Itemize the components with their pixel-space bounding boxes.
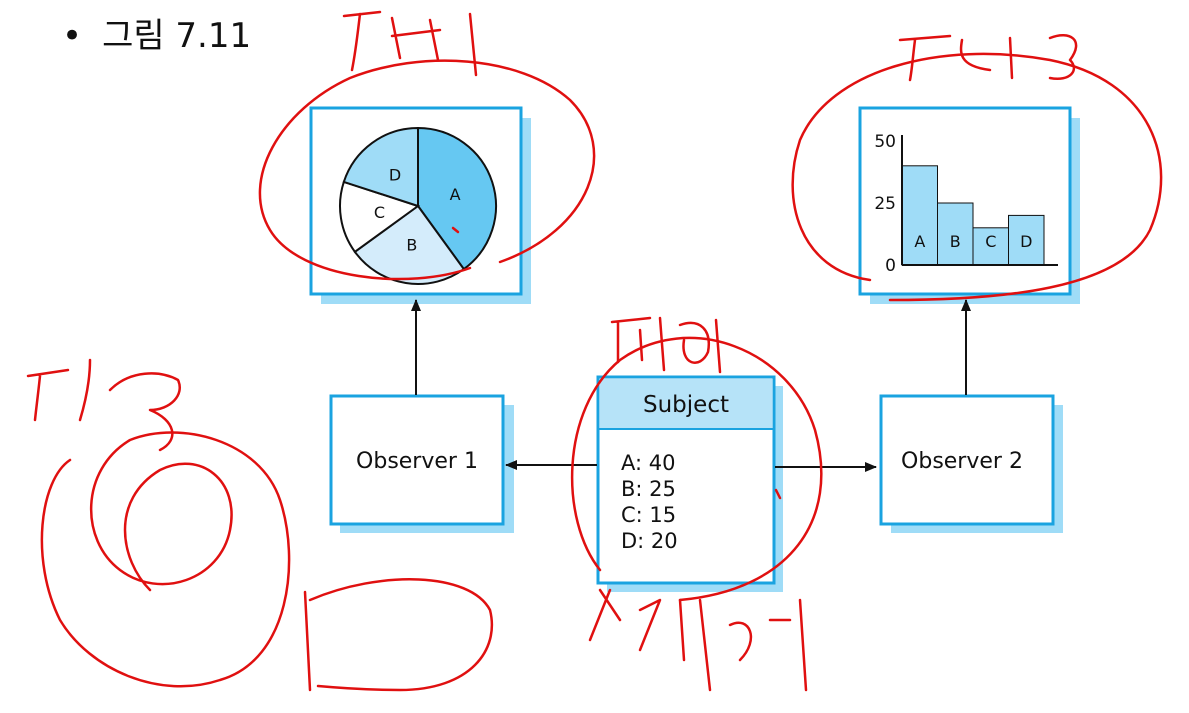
bar-b <box>937 202 974 266</box>
bullet-icon: • <box>62 16 83 56</box>
annotation-tick-subject <box>774 488 782 500</box>
pie-chart: A B CD <box>339 126 497 285</box>
pie-slice-c <box>339 180 421 254</box>
subject-value-b: B: 25 <box>621 477 676 501</box>
pie-chart-view: A B CD <box>309 106 531 304</box>
bar-y-tick-25: 25 <box>874 194 896 214</box>
pie-slice-label-d: D <box>389 165 401 184</box>
observer-1-frame <box>329 394 505 526</box>
bar-y-tick-50: 50 <box>874 132 896 152</box>
subject-value-c: C: 15 <box>621 503 676 527</box>
bar-chart: A B C D 0 25 50 <box>874 132 1058 276</box>
bar-a <box>901 165 938 266</box>
subject-value-a: A: 40 <box>621 451 675 475</box>
pie-slice-label-b: B <box>406 236 417 255</box>
slide-heading: • 그림 7.11 <box>62 8 251 57</box>
bar-label-d: D <box>1020 232 1032 251</box>
pie-slice-b <box>353 204 466 285</box>
observer-2-label: Observer 2 <box>901 449 1023 474</box>
pie-slice-a <box>417 126 497 271</box>
annotation-scribble-bar <box>898 34 1078 82</box>
annotation-circle-pie <box>258 59 596 281</box>
annotation-scribble-subject-top <box>610 316 722 374</box>
annotation-loops-left <box>40 431 291 688</box>
annotation-bracket-bottom <box>303 578 494 692</box>
handwritten-annotations <box>26 10 1163 692</box>
annotation-scribble-subject-bottom <box>588 588 808 692</box>
figure-caption: 그림 7.11 <box>102 16 252 56</box>
observer-1-label: Observer 1 <box>356 449 478 474</box>
bar-d <box>1008 214 1045 266</box>
bar-chart-view: A B C D 0 25 50 <box>858 106 1080 304</box>
subject-value-d: D: 20 <box>621 529 678 553</box>
annotation-tick-pie <box>451 226 460 234</box>
observer-2-frame <box>879 394 1055 526</box>
pie-slice-label-c: C <box>374 203 385 222</box>
connectors <box>411 299 971 472</box>
bar-label-a: A <box>914 232 925 251</box>
subject-box: Subject A: 40 B: 25 C: 15 D: 20 <box>596 375 783 592</box>
observer-2-box: Observer 2 <box>879 394 1063 533</box>
annotation-scribble-pie <box>342 10 478 77</box>
annotation-circle-subject <box>570 336 823 602</box>
pie-slice-d <box>342 126 419 208</box>
bar-y-tick-0: 0 <box>885 256 896 276</box>
subject-title: Subject <box>643 392 729 418</box>
observer-1-box: Observer 1 <box>329 394 514 533</box>
annotation-scribble-left <box>26 358 181 452</box>
bar-label-b: B <box>950 232 961 251</box>
bar-label-c: C <box>985 232 996 251</box>
pie-slice-label-a: A <box>450 185 461 204</box>
subject-header <box>600 379 772 429</box>
annotation-circle-bar <box>791 52 1163 302</box>
